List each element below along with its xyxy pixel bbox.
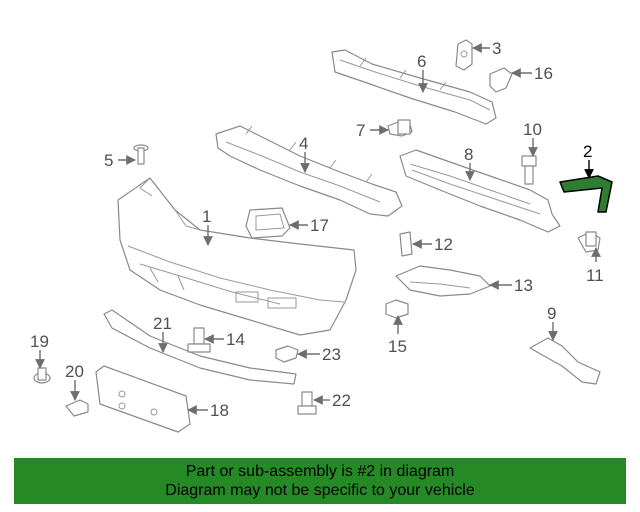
part-7-bolt [387, 119, 413, 137]
part-3-clip [455, 39, 473, 71]
part-16-clip [489, 67, 513, 93]
part-18-plate-bracket [95, 365, 191, 433]
callout-11: 11 [586, 266, 604, 285]
part-13-side-bracket [395, 265, 491, 297]
parts-diagram: 1 2 3 4 5 6 7 8 9 10 11 12 13 14 15 16 1… [30, 39, 613, 433]
part-4-reinforcement [215, 125, 403, 217]
callout-5: 5 [104, 151, 113, 170]
part-14-bolt [187, 327, 211, 353]
callout-22: 22 [332, 391, 351, 410]
callout-4: 4 [299, 134, 308, 153]
callout-23: 23 [322, 345, 341, 364]
callout-6: 6 [417, 52, 426, 71]
callout-8: 8 [464, 145, 473, 164]
part-22-bolt [297, 391, 317, 415]
part-9-bracket [529, 337, 601, 385]
part-17-bezel [245, 207, 291, 239]
callout-18: 18 [210, 401, 229, 420]
callout-2: 2 [583, 142, 592, 161]
callout-20: 20 [65, 362, 84, 381]
part-2-bracket-highlighted [559, 175, 613, 213]
part-19-push-pin [33, 367, 51, 384]
part-15-nut [385, 299, 409, 319]
part-1-bumper-cover [117, 177, 357, 336]
callout-16: 16 [534, 64, 553, 83]
banner-line-2: Diagram may not be specific to your vehi… [165, 482, 475, 499]
callout-7: 7 [356, 121, 365, 140]
callout-21: 21 [153, 314, 172, 333]
part-12-bracket [399, 231, 413, 257]
part-10-bolt [521, 155, 537, 185]
callout-12: 12 [434, 235, 453, 254]
leader-lines [35, 43, 601, 415]
callout-1: 1 [202, 207, 211, 226]
info-banner: Part or sub-assembly is #2 in diagram Di… [14, 458, 626, 504]
callout-14: 14 [226, 330, 245, 349]
callout-labels: 1 2 3 4 5 6 7 8 9 10 11 12 13 14 15 16 1… [30, 39, 604, 420]
part-8-absorber [399, 149, 561, 233]
part-20-bolt [65, 399, 89, 417]
callout-17: 17 [310, 216, 329, 235]
part-21-deflector [103, 309, 297, 385]
callout-9: 9 [547, 304, 556, 323]
part-11-bolt [577, 231, 601, 253]
banner-line-1: Part or sub-assembly is #2 in diagram [185, 463, 455, 480]
part-23-nut [275, 345, 299, 363]
callout-10: 10 [523, 120, 542, 139]
part-5-push-pin [133, 144, 149, 165]
callout-13: 13 [514, 276, 533, 295]
callout-3: 3 [492, 39, 501, 58]
callout-15: 15 [388, 337, 407, 356]
callout-19: 19 [30, 332, 49, 351]
